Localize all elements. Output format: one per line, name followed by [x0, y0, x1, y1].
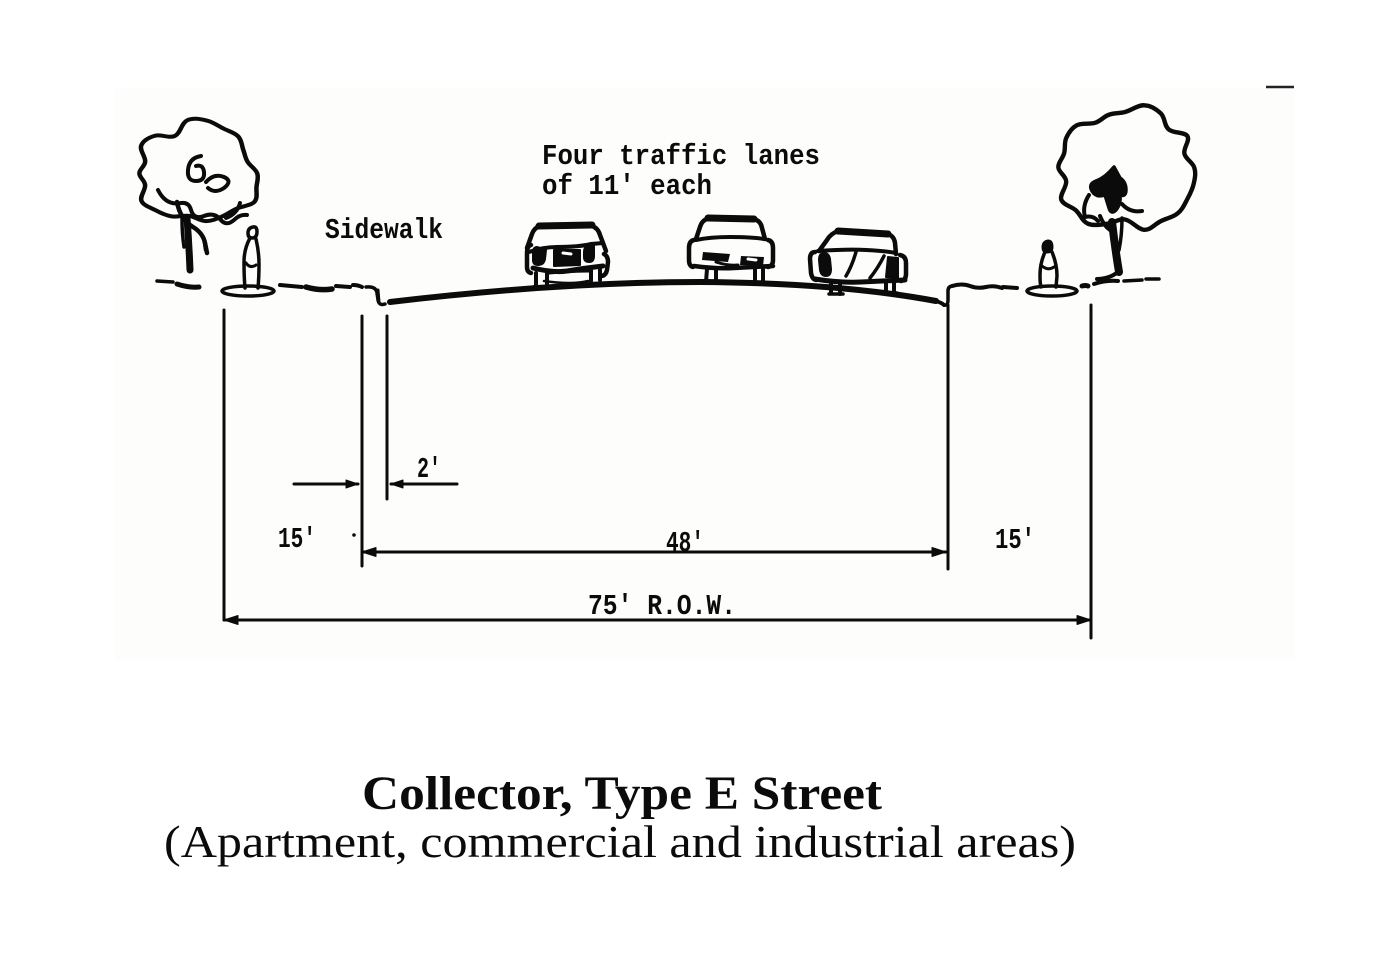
svg-text:(Apartment, commercial and ind: (Apartment, commercial and industrial ar…: [164, 817, 1076, 867]
svg-text:15': 15': [995, 524, 1035, 557]
svg-text:of 11' each: of 11' each: [542, 170, 712, 203]
svg-text:75' R.O.W.: 75' R.O.W.: [588, 590, 736, 623]
svg-text:Sidewalk: Sidewalk: [325, 214, 443, 247]
svg-text:Four traffic lanes: Four traffic lanes: [542, 140, 820, 173]
svg-text:2': 2': [417, 453, 441, 486]
svg-text:15': 15': [278, 523, 316, 556]
svg-text:48': 48': [666, 527, 704, 560]
svg-text:Collector, Type E Street: Collector, Type E Street: [362, 767, 882, 820]
